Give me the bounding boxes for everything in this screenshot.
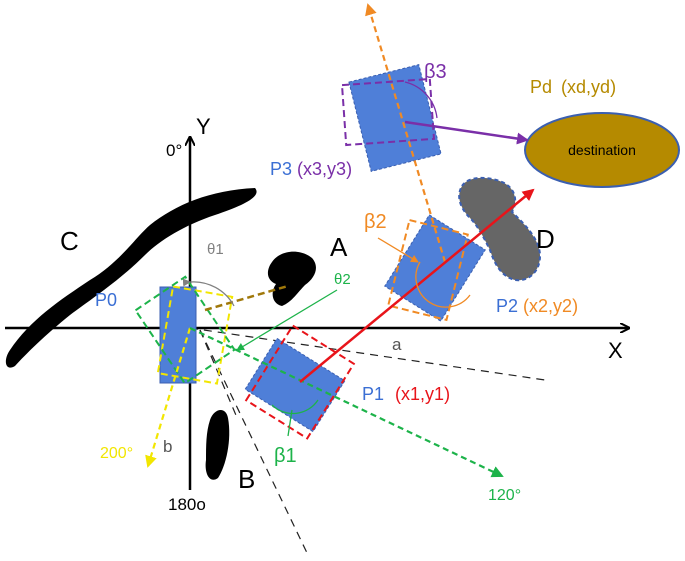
obstacle-c <box>5 188 257 368</box>
outline-p0-yellow <box>156 285 234 385</box>
theta2-label: θ2 <box>334 271 351 288</box>
p2-label: P2 (x2,y2) <box>496 296 578 316</box>
p2-coords: (x2,y2) <box>523 296 578 316</box>
p3-coords: (x3,y3) <box>297 159 352 179</box>
outline-p0-green <box>134 275 236 385</box>
theta2-pointer <box>236 289 338 351</box>
p2-name: P2 <box>496 296 518 316</box>
line-b-label: b <box>163 437 172 456</box>
p1-label: P1 (x1,y1) <box>362 384 450 404</box>
obstacle-a-label: A <box>330 232 348 262</box>
obstacle-c-label: C <box>60 226 79 256</box>
line-dark-secondary <box>199 329 239 421</box>
beta1-pointer <box>287 409 293 437</box>
obstacle-b-label: B <box>238 464 255 494</box>
destination-label: destination <box>568 142 636 158</box>
obstacle-d <box>458 176 542 282</box>
line-a <box>189 327 546 381</box>
beta3-arc <box>404 81 438 119</box>
beta2-pointer <box>377 237 419 263</box>
p0-label: P0 <box>95 290 117 310</box>
purple-destination-arrow <box>404 120 529 145</box>
theta1-arc <box>182 278 235 307</box>
robot-p1 <box>244 337 346 433</box>
beta2-label: β2 <box>364 211 387 233</box>
theta1-label: θ1 <box>207 241 224 258</box>
line-a-label: a <box>392 335 402 354</box>
orange-heading-arrow <box>365 3 447 263</box>
heading-200-arrow <box>145 327 192 468</box>
deg-180-label: 180o <box>168 495 206 514</box>
heading-120-arrow <box>189 327 504 478</box>
pd-label: Pd (xd,yd) <box>530 77 616 97</box>
red-path-arrow <box>299 188 535 383</box>
outline-p3-purple <box>340 77 436 147</box>
p3-label: P3 (x3,y3) <box>270 159 352 179</box>
beta2-arc <box>415 261 471 308</box>
olive-link-line <box>204 284 289 312</box>
p1-name: P1 <box>362 384 384 404</box>
obstacle-a <box>267 251 316 306</box>
zero-degree-label: 0° <box>166 141 182 160</box>
p1-coords: (x1,y1) <box>395 384 450 404</box>
outline-p2-orange <box>387 218 469 322</box>
deg-120-label: 120° <box>488 487 521 504</box>
beta3-label: β3 <box>424 61 447 83</box>
x-axis-label: X <box>608 338 623 363</box>
pd-coords: (xd,yd) <box>561 77 616 97</box>
beta1-arc <box>271 399 319 415</box>
deg-200-label: 200° <box>100 445 133 462</box>
pd-name: Pd <box>530 77 552 97</box>
beta1-label: β1 <box>274 445 297 467</box>
obstacle-b <box>205 409 230 480</box>
p3-name: P3 <box>270 159 292 179</box>
obstacle-d-label: D <box>536 224 555 254</box>
y-axis-label: Y <box>196 114 211 139</box>
destination-ellipse <box>524 112 680 188</box>
